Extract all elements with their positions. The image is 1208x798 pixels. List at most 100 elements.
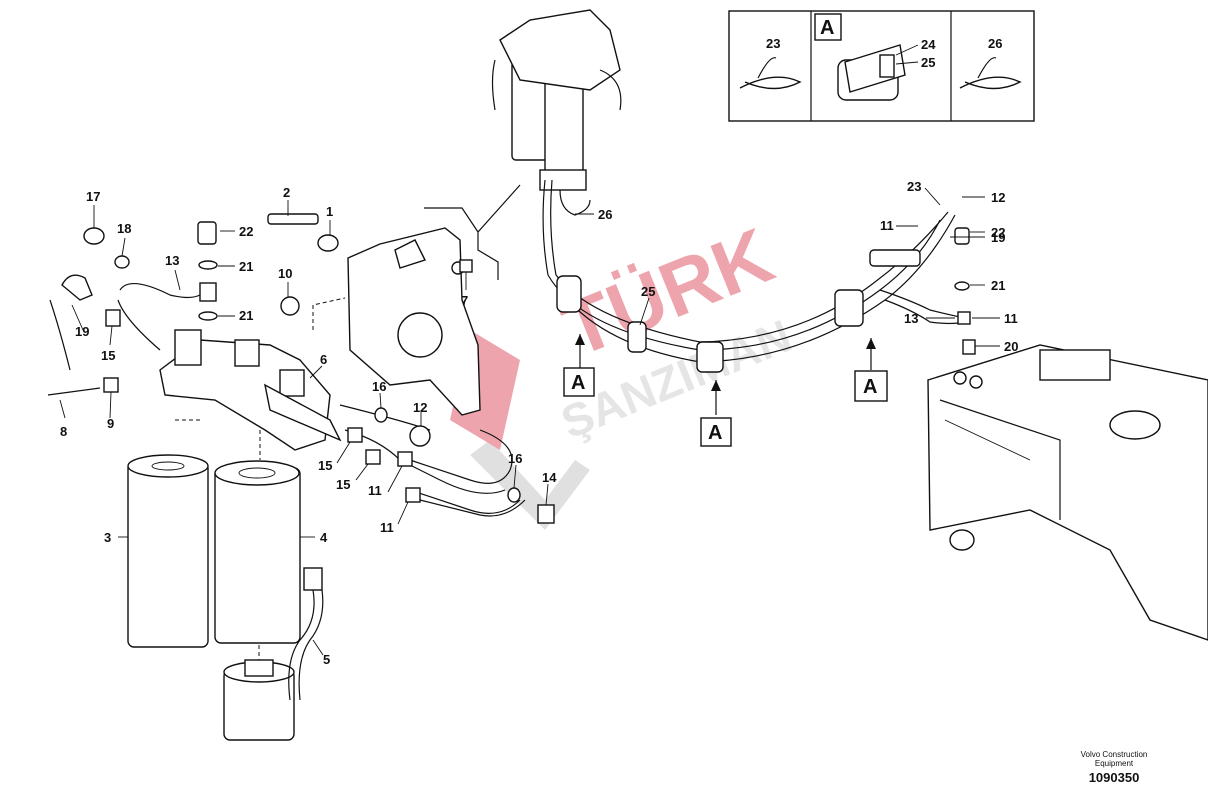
callout-12: 12 [991, 190, 1005, 205]
sensor-cable-5 [288, 567, 324, 701]
callout-13: 13 [904, 311, 918, 326]
callout-11: 11 [380, 520, 394, 535]
callout-20: 20 [1004, 339, 1018, 354]
hose-13 [119, 283, 201, 299]
callout-5: 5 [323, 652, 330, 667]
cable-tie-icon [739, 57, 802, 90]
callout-12: 12 [413, 400, 427, 415]
hose-line [49, 299, 71, 371]
hose-13 [117, 299, 161, 351]
watermark-checkmark [470, 440, 590, 530]
washer-21 [198, 311, 218, 321]
section-marker-label: A [863, 376, 877, 398]
callout-7: 7 [461, 293, 468, 308]
seal-16 [507, 487, 521, 503]
fuel-tank [927, 344, 1208, 641]
nut-11 [397, 451, 413, 467]
cap-14 [537, 504, 555, 524]
bushing-1 [317, 234, 339, 252]
washer-21 [198, 260, 218, 270]
callout-4: 4 [320, 530, 328, 545]
watermark: TÜRK ŞANZIMAN [450, 211, 798, 530]
brand-name: Volvo Construction [1080, 750, 1148, 759]
callout-21: 21 [239, 308, 253, 323]
fuel-pipes [339, 404, 555, 524]
upper-filter-assembly [491, 9, 622, 276]
fitting-10 [280, 296, 300, 316]
callout-19: 19 [991, 230, 1005, 245]
callout-18: 18 [117, 221, 131, 236]
callout-14: 14 [542, 470, 557, 485]
hose-clamp [834, 289, 864, 327]
callout-21: 21 [991, 278, 1005, 293]
callout-8: 8 [60, 424, 67, 439]
detail-box: A 23 24 25 26 [728, 10, 1035, 122]
fitting-12 [409, 425, 431, 447]
seal-18 [114, 255, 130, 269]
spacer [199, 282, 217, 302]
drawing-number: 1090350 [1088, 770, 1140, 785]
callout-22: 22 [239, 224, 253, 239]
callout-11: 11 [880, 218, 894, 233]
callout-10: 10 [278, 266, 292, 281]
callout-3: 3 [104, 530, 111, 545]
callout-26: 26 [598, 207, 612, 222]
spacer-9 [103, 377, 119, 393]
break-symbol [424, 184, 521, 280]
nut-11 [957, 311, 971, 325]
callout-15: 15 [101, 348, 115, 363]
fuel-filter-3 [127, 454, 209, 648]
callout-15: 15 [318, 458, 332, 473]
callouts: 1 2 3 4 5 6 7 8 9 10 11 11 11 11 12 12 1… [60, 179, 1018, 667]
hose-clamp [556, 275, 582, 313]
detail-callout-25: 25 [921, 55, 935, 70]
detail-callout-26: 26 [988, 36, 1002, 51]
detail-box-label: A [820, 17, 834, 39]
detail-callout-23: 23 [766, 36, 780, 51]
bolt-head-22 [954, 227, 970, 245]
washer-21 [954, 281, 970, 291]
fitting-15 [347, 427, 363, 443]
callout-2: 2 [283, 185, 290, 200]
filter-head [159, 297, 346, 460]
leader-lines [59, 187, 1000, 656]
callout-13: 13 [165, 253, 179, 268]
cable-tie-icon [959, 57, 1022, 90]
callout-1: 1 [326, 204, 333, 219]
callout-11: 11 [1004, 311, 1018, 326]
mounting-bracket [347, 227, 481, 416]
seal-16 [374, 407, 388, 423]
water-separator-bowl [223, 645, 295, 741]
section-marker-label: A [571, 372, 585, 394]
callout-6: 6 [320, 352, 327, 367]
nut-11 [405, 487, 421, 503]
section-marker-a: A [854, 338, 888, 402]
callout-19: 19 [75, 324, 89, 339]
hose-clamp [869, 249, 921, 267]
callout-11: 11 [368, 483, 382, 498]
fuel-filter-4 [214, 460, 301, 644]
hose-clamp [696, 341, 724, 373]
section-marker-label: A [708, 422, 722, 444]
fitting-15 [365, 449, 381, 465]
elbow-19 [61, 274, 93, 301]
detail-callout-24: 24 [921, 37, 936, 52]
hose-clamp [627, 321, 647, 353]
nut-7 [459, 259, 473, 273]
callout-9: 9 [107, 416, 114, 431]
section-marker-a: A [563, 334, 595, 397]
fitting-15 [105, 309, 121, 327]
callout-16: 16 [372, 379, 386, 394]
bolt-head-22 [197, 221, 217, 245]
callout-15: 15 [336, 477, 350, 492]
callout-21: 21 [239, 259, 253, 274]
clamp-icon [837, 44, 906, 101]
callout-25: 25 [641, 284, 655, 299]
fitting-20 [962, 339, 976, 355]
detail-box-label-frame [814, 13, 842, 41]
callout-22: 22 [991, 225, 1005, 240]
section-marker-a: A [700, 380, 732, 447]
bolt-8 [47, 387, 101, 396]
callout-23: 23 [907, 179, 921, 194]
